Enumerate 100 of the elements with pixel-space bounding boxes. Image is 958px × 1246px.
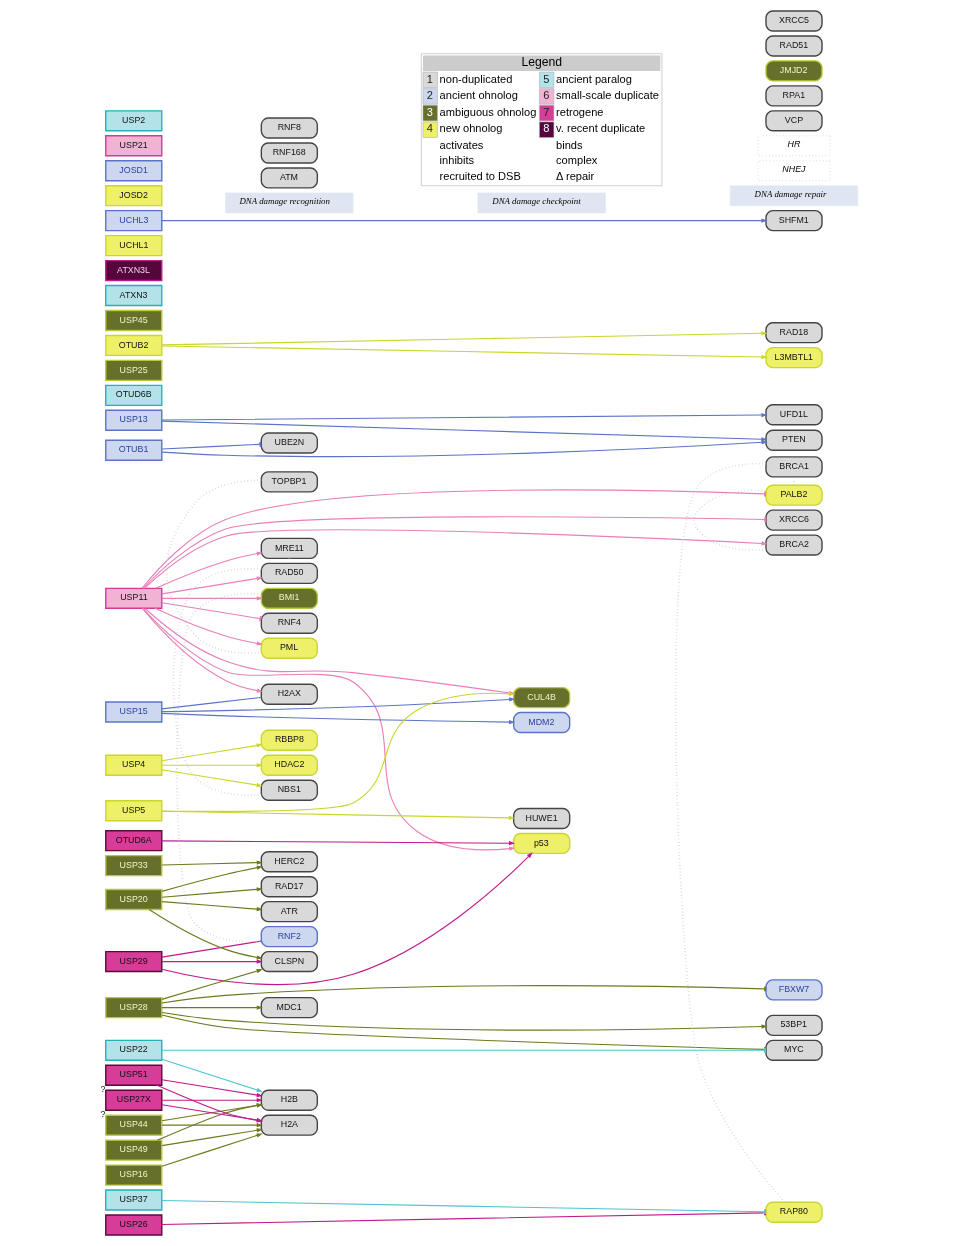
arrow bbox=[144, 607, 516, 696]
arrow bbox=[155, 551, 263, 589]
label: 8 bbox=[543, 122, 550, 135]
node-box: HDAC2 bbox=[260, 754, 319, 776]
node-box: BRCA1 bbox=[765, 456, 823, 478]
label: 4 bbox=[426, 122, 434, 135]
arrow bbox=[161, 860, 263, 866]
connector bbox=[161, 696, 262, 710]
node-box: OTUB1 bbox=[105, 439, 163, 461]
legend-label: activates bbox=[439, 138, 484, 151]
legend-label: v. recent duplicate bbox=[556, 122, 646, 135]
node-box: ATR bbox=[260, 901, 319, 923]
node-box: UCHL3 bbox=[105, 209, 163, 232]
arrow bbox=[161, 810, 516, 821]
arrow bbox=[161, 865, 263, 892]
node-box: RNF8 bbox=[260, 117, 319, 139]
node-box: USP33 bbox=[105, 854, 163, 877]
connector bbox=[161, 602, 262, 622]
connector bbox=[176, 592, 263, 943]
label: 2 bbox=[426, 89, 434, 102]
arrow bbox=[161, 887, 263, 898]
connector bbox=[161, 441, 262, 450]
legend-label: ancient ohnolog bbox=[439, 89, 518, 102]
node-box: RAD17 bbox=[260, 876, 319, 898]
connector bbox=[165, 479, 263, 654]
label: 3 bbox=[426, 105, 434, 118]
label: 5 bbox=[543, 72, 550, 85]
arrow bbox=[161, 743, 263, 762]
node-box: DNA damage recognition bbox=[225, 192, 354, 214]
node-box: RBBP8 bbox=[260, 729, 319, 751]
arrow bbox=[161, 596, 263, 601]
node-box: MDC1 bbox=[260, 996, 319, 1019]
arrow bbox=[161, 712, 516, 725]
node-box: RNF2 bbox=[260, 925, 319, 948]
node-box: USP45 bbox=[105, 309, 163, 332]
node-box: JOSD2 bbox=[105, 185, 163, 207]
node-box: NHEJ bbox=[757, 160, 831, 181]
arrow bbox=[161, 1128, 263, 1147]
arrow bbox=[161, 440, 768, 458]
label: Legend bbox=[521, 55, 563, 70]
node-box: H2B bbox=[260, 1089, 319, 1111]
node-box: PTEN bbox=[765, 429, 823, 451]
node-box: UCHL1 bbox=[105, 234, 163, 257]
node-box: TOPBP1 bbox=[260, 471, 319, 493]
arrow bbox=[161, 969, 263, 1000]
node-box: CLSPN bbox=[260, 950, 319, 973]
node-box: MDM2 bbox=[512, 711, 571, 734]
arrow bbox=[161, 769, 263, 788]
arrow bbox=[161, 691, 516, 812]
legend-label: non-duplicated bbox=[439, 72, 513, 85]
arrow bbox=[161, 840, 516, 846]
connector bbox=[674, 462, 786, 1204]
arrow bbox=[161, 1098, 263, 1103]
arrow bbox=[161, 576, 263, 595]
node-box: JMJD2 bbox=[765, 60, 823, 82]
arrow bbox=[161, 1005, 263, 1010]
label: 7 bbox=[543, 105, 550, 118]
node-box: USP44 bbox=[105, 1114, 163, 1136]
label: 6 bbox=[543, 89, 550, 102]
node-box: USP51 bbox=[105, 1064, 163, 1086]
arrow bbox=[161, 697, 516, 713]
arrow bbox=[161, 412, 768, 421]
arrow bbox=[143, 529, 768, 589]
arrow bbox=[161, 1058, 263, 1092]
connector bbox=[142, 516, 767, 589]
node-box: USP20 bbox=[105, 888, 163, 911]
node-box: USP2 bbox=[105, 110, 163, 132]
node-box: CUL4B bbox=[512, 686, 571, 709]
legend-label: ancient paralog bbox=[556, 72, 632, 85]
node-box: XRCC5 bbox=[765, 10, 823, 32]
node-box: OTUD6A bbox=[105, 830, 163, 852]
node-box: RAD50 bbox=[260, 562, 319, 585]
node-box: RNF168 bbox=[260, 142, 319, 164]
node-box: MRE11 bbox=[260, 537, 319, 560]
node-box: p53 bbox=[512, 832, 571, 855]
arrow bbox=[161, 1123, 263, 1128]
connector bbox=[693, 489, 767, 551]
node-box: RAD51 bbox=[765, 35, 823, 57]
legend-label: Δ repair bbox=[556, 169, 595, 182]
node-box: RAD18 bbox=[765, 322, 823, 344]
connector bbox=[161, 940, 262, 958]
node-box: ATXN3L bbox=[105, 259, 163, 282]
node-box: USP22 bbox=[105, 1039, 163, 1061]
legend-label: new ohnolog bbox=[439, 122, 503, 135]
node-box: BRCA2 bbox=[765, 534, 823, 556]
node-box: HUWE1 bbox=[512, 807, 571, 830]
node-box: SHFM1 bbox=[765, 209, 823, 232]
node-box: PML bbox=[260, 637, 319, 659]
node-box: USP13 bbox=[105, 409, 163, 431]
legend-label: recruited to DSB bbox=[439, 169, 521, 182]
node-box: VCP bbox=[765, 110, 823, 132]
arrow bbox=[161, 763, 263, 768]
node-box: USP26 bbox=[105, 1214, 163, 1236]
node-box: USP11 bbox=[105, 587, 163, 609]
arrow bbox=[142, 607, 516, 851]
node-box: JOSD1 bbox=[105, 160, 163, 182]
node-box: USP21 bbox=[105, 135, 163, 157]
legend-label: retrogene bbox=[556, 105, 604, 118]
node-box: DNA damage checkpoint bbox=[477, 192, 606, 214]
arrow bbox=[154, 607, 263, 646]
